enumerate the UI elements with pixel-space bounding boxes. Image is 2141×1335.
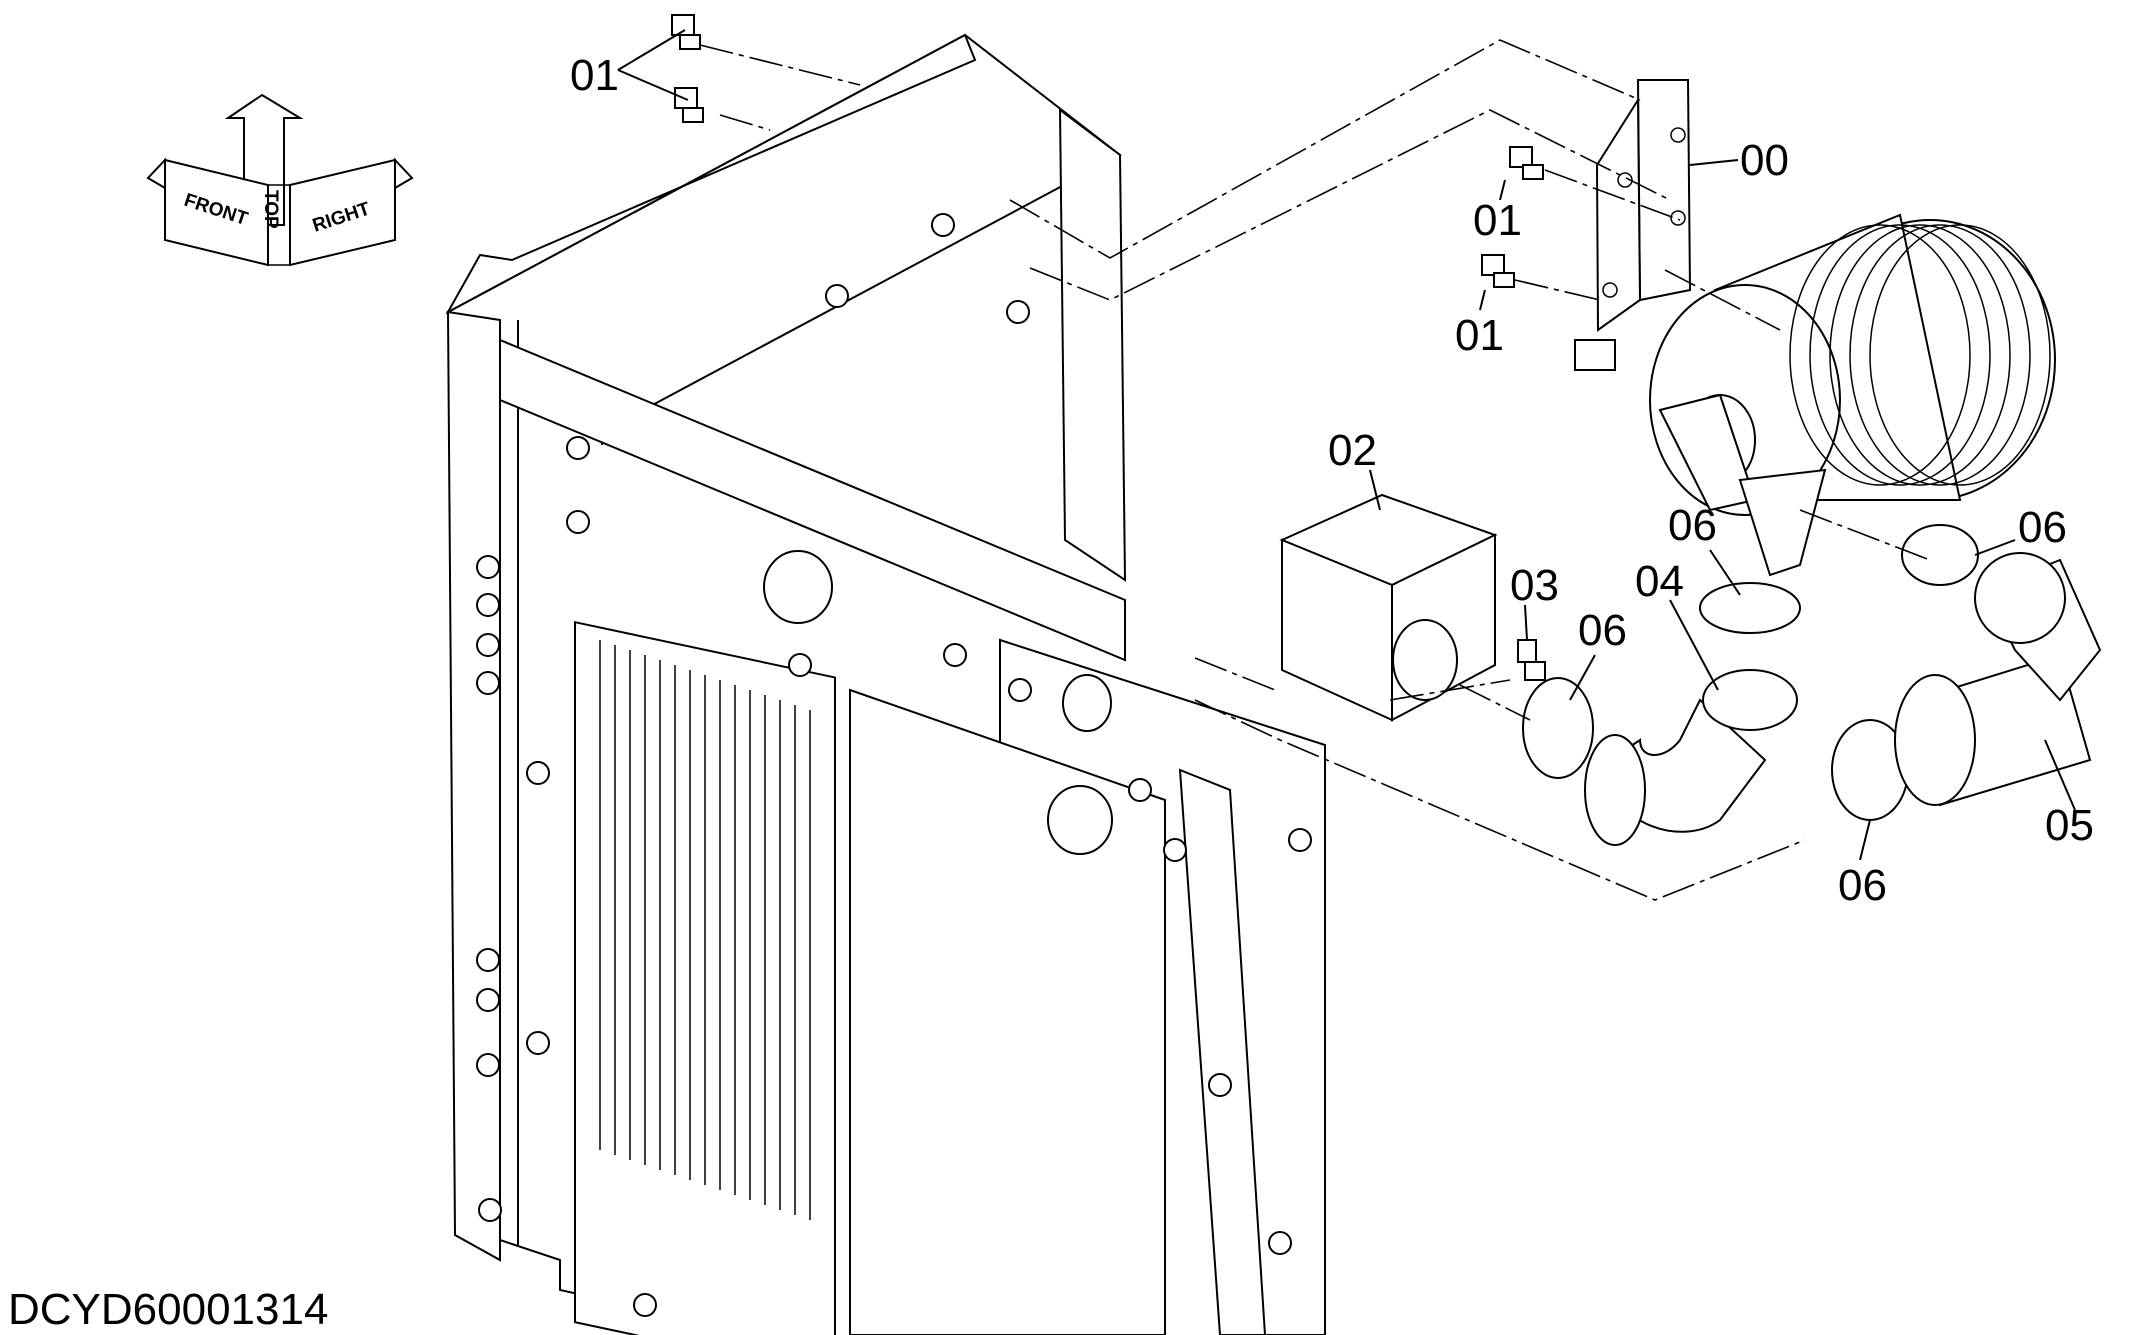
cross-beam (499, 338, 1126, 662)
pipe-stub-left (763, 550, 833, 624)
box-02 (1279, 493, 1498, 722)
hose-04-top (1702, 669, 1798, 731)
orientation-arrows: TOP FRONT RIGHT (146, 93, 414, 267)
fitting (1062, 674, 1112, 732)
callout-label: 00 (1740, 136, 1789, 185)
radiator-frame (445, 33, 1326, 1335)
callout-label: 01 (1473, 196, 1522, 245)
pipe-stub-right (1047, 785, 1113, 855)
callout-label: 03 (1510, 561, 1559, 610)
clamp-06-a (1522, 677, 1594, 779)
callout-label: 06 (1838, 861, 1887, 910)
hose-04-end (1584, 734, 1646, 846)
hose-04 (1584, 669, 1798, 846)
bolts-01 (671, 14, 1544, 288)
callout-label: 06 (1578, 606, 1627, 655)
callout-label: 04 (1635, 557, 1684, 606)
callout-label: 06 (2018, 503, 2067, 552)
air-cleaner-ribs (1789, 224, 2051, 486)
callout-label: 06 (1668, 501, 1717, 550)
clamps-06 (1522, 524, 1979, 821)
right-arrow-body (289, 158, 396, 267)
left-frame (446, 310, 501, 1262)
frame-opening (849, 688, 1166, 1335)
mount-bracket (1595, 96, 1642, 332)
top-label: TOP (260, 190, 281, 229)
hose-05-end (1894, 674, 1976, 806)
leader-lines (699, 39, 1931, 901)
indicator (1574, 339, 1616, 371)
callout-label: 05 (2045, 801, 2094, 850)
callout-label: 02 (1328, 426, 1377, 475)
hose-05 (1894, 552, 2102, 807)
callout-label: 01 (570, 51, 619, 100)
radiator-fins (599, 640, 811, 1220)
bolt-03 (1517, 639, 1546, 681)
air-cleaner (1574, 213, 2056, 577)
clamp-06-b (1699, 582, 1801, 634)
frame-bolts (476, 213, 1312, 1317)
callout-labels: 01 00 01 01 02 03 06 04 06 06 05 06 (570, 51, 2094, 910)
drawing-id: DCYD60001314 (8, 1285, 329, 1334)
callout-label: 01 (1455, 311, 1504, 360)
clamp-06-c (1901, 524, 1979, 586)
bracket-00 (1595, 79, 1692, 332)
box-port (1392, 619, 1458, 701)
side-bracket (1058, 107, 1127, 582)
callout-leaders (617, 29, 2076, 861)
